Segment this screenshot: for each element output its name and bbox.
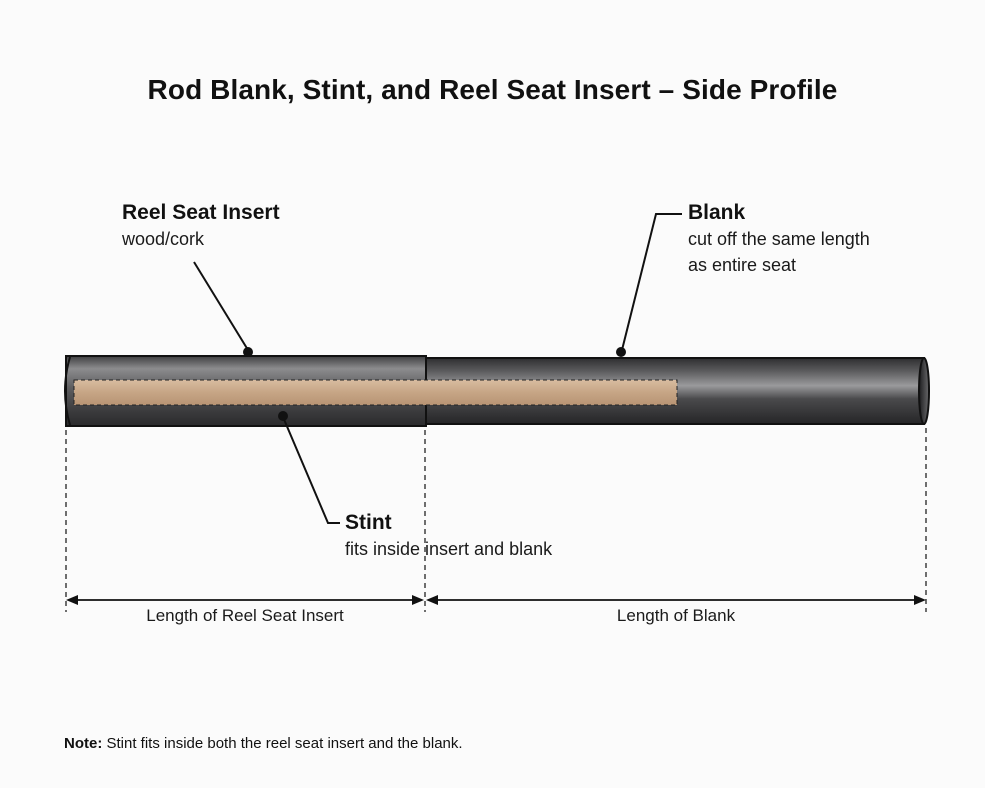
footnote: Note: Stint fits inside both the reel se… (64, 735, 463, 752)
page-title: Rod Blank, Stint, and Reel Seat Insert –… (147, 74, 838, 105)
blank-label: Blank cut off the same length as entire … (688, 200, 870, 278)
stint (73, 379, 678, 406)
stint-label: Stint fits inside insert and blank (345, 510, 552, 562)
dimension-blank-arrow (426, 595, 926, 605)
extension-lines (65, 428, 927, 612)
blank-title: Blank (688, 201, 746, 224)
stint-desc: fits inside insert and blank (345, 539, 553, 559)
reel-seat-insert-label: Reel Seat Insert wood/cork (122, 200, 280, 252)
note-prefix: Note: (64, 735, 103, 752)
stint-title: Stint (345, 511, 392, 534)
leader-insert (193, 261, 253, 357)
leader-stint (278, 411, 340, 524)
leader-blank (616, 213, 682, 357)
reel-seat-insert-desc: wood/cork (122, 229, 205, 249)
dimension-insert-arrow (66, 595, 424, 605)
note-text: Stint fits inside both the reel seat ins… (102, 735, 463, 752)
dimension-blank-label: Length of Blank (616, 606, 736, 625)
dimension-insert-label: Length of Reel Seat Insert (146, 606, 344, 625)
blank-desc-line1: cut off the same length (688, 229, 870, 249)
blank-desc-line2: as entire seat (688, 255, 797, 275)
reel-seat-insert-title: Reel Seat Insert (122, 201, 280, 224)
